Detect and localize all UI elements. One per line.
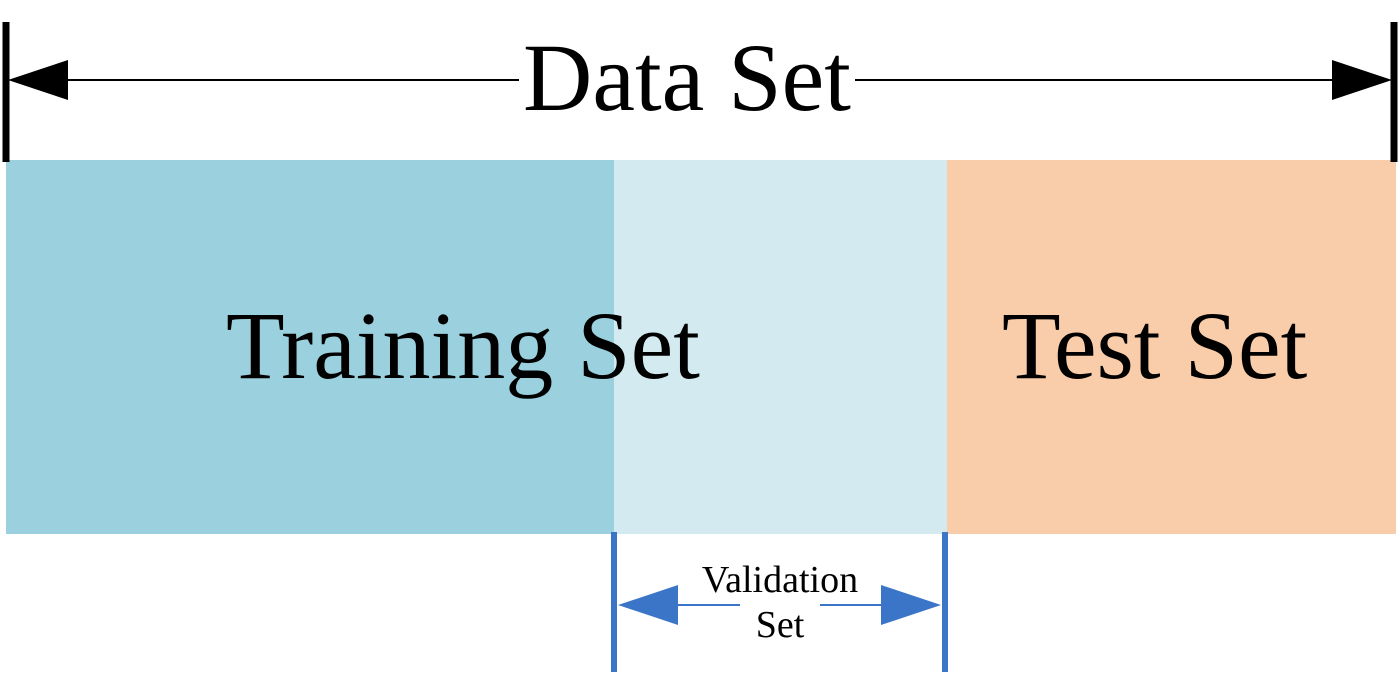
- test-set-region: [947, 160, 1396, 534]
- data-set-label: Data Set: [519, 30, 855, 126]
- validation-label-line1: Validation: [682, 558, 878, 603]
- validation-set-label: Validation Set: [682, 558, 878, 648]
- validation-right-arrowhead-icon: [881, 585, 941, 625]
- right-arrowhead-icon: [1332, 60, 1392, 100]
- validation-set-region: [614, 160, 947, 534]
- training-set-region: [6, 160, 614, 534]
- data-set-span-arrow: [2, 22, 1398, 162]
- training-set-label: Training Set: [226, 292, 700, 399]
- test-set-label: Test Set: [1002, 292, 1308, 399]
- validation-label-line2: Set: [740, 602, 820, 648]
- left-arrowhead-icon: [8, 60, 68, 100]
- validation-left-arrowhead-icon: [618, 585, 678, 625]
